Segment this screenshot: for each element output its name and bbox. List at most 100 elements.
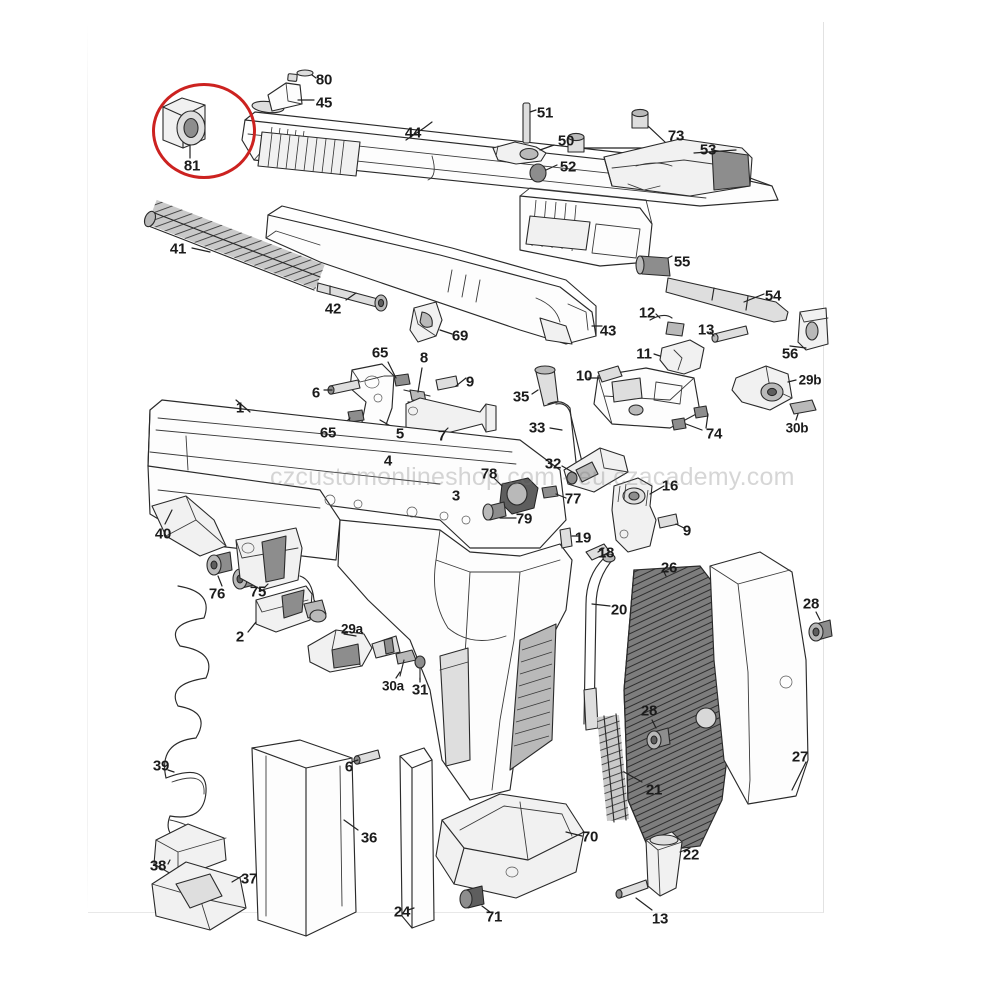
part-75-magazine-catch: [235, 527, 303, 591]
part-54-firing-pin-retainer: [665, 277, 789, 323]
callout-6a: 6: [311, 384, 321, 402]
callout-8: 8: [419, 349, 429, 367]
part-8-trigger-bar-spring: [403, 367, 431, 405]
part-56-locking-block: [789, 307, 829, 351]
part-13b-pin: [615, 879, 653, 911]
part-70-magwell: [435, 793, 585, 899]
part-53-rear-sight: [603, 138, 753, 197]
callout-42: 42: [324, 300, 342, 318]
callout-7: 7: [437, 427, 447, 445]
callout-75: 75: [249, 583, 267, 601]
callout-79: 79: [515, 510, 533, 528]
callout-54: 54: [764, 287, 782, 305]
callout-30a: 30a: [382, 678, 404, 694]
callout-18: 18: [597, 544, 615, 562]
callout-38: 38: [149, 857, 167, 875]
callout-35: 35: [512, 388, 530, 406]
callout-50: 50: [557, 132, 575, 150]
part-50-firing-pin-block: [492, 141, 555, 165]
part-10-hammer-assembly: [587, 365, 701, 429]
callout-74: 74: [705, 425, 723, 443]
callout-27: 27: [791, 748, 809, 766]
callout-51: 51: [536, 104, 554, 122]
part-11-disconnector: [653, 339, 705, 375]
part-37-floorplate: [151, 861, 247, 931]
part-19-pin: [559, 527, 579, 549]
part-9a-pin: [435, 375, 467, 391]
part-2-slide-release: [247, 575, 327, 633]
part-21-mainspring: [597, 713, 643, 823]
part-74-pins: [671, 405, 709, 431]
part-13a-pin: [709, 325, 749, 343]
callout-65b: 65: [319, 424, 337, 442]
part-20-mainspring-strut: [583, 553, 616, 731]
part-43-barrel: [265, 205, 603, 345]
part-29a-safety-lever: [307, 629, 401, 673]
callout-29a: 29a: [341, 621, 363, 637]
part-40-rail-insert: [151, 495, 227, 557]
callout-28b: 28: [640, 702, 658, 720]
callout-2: 2: [235, 628, 245, 646]
callout-80: 80: [315, 71, 333, 89]
callout-11: 11: [636, 345, 652, 363]
part-30b-retainer: [789, 399, 817, 421]
callout-13b: 13: [651, 910, 669, 928]
callout-13a: 13: [697, 321, 715, 339]
callout-44: 44: [404, 124, 422, 142]
callout-52: 52: [559, 158, 577, 176]
part-77-pin: [541, 485, 567, 499]
part-28b-grip-screw: [646, 719, 671, 750]
part-29b-decocker: [731, 365, 797, 411]
part-45-front-sight: [267, 73, 303, 112]
callout-53: 53: [699, 141, 717, 159]
part-33-sear-spring: [547, 401, 583, 463]
callout-1: 1: [235, 399, 245, 417]
callout-24: 24: [393, 903, 411, 921]
part-71-magwell-screw: [459, 885, 491, 913]
callout-41: 41: [169, 240, 187, 258]
leader-44: [405, 121, 433, 141]
callout-9b: 9: [682, 522, 692, 540]
callout-5: 5: [395, 425, 405, 443]
part-36-magazine-body: [251, 739, 359, 937]
callout-45: 45: [315, 94, 333, 112]
callout-56: 56: [781, 345, 799, 363]
callout-76: 76: [208, 585, 226, 603]
callout-30b: 30b: [785, 420, 809, 436]
part-18-spring: [585, 543, 611, 561]
callout-26: 26: [660, 559, 678, 577]
part-65a-pin: [387, 361, 411, 387]
callout-78: 78: [480, 465, 498, 483]
part-35-sear-pin: [531, 365, 559, 407]
callout-10: 10: [575, 367, 593, 385]
part-30a-retainer: [395, 649, 417, 679]
callout-55: 55: [673, 253, 691, 271]
part-24-magazine-insert: [399, 747, 435, 929]
highlight-ring-part-81: [152, 83, 256, 179]
part-31-screw: [414, 655, 426, 683]
callout-33: 33: [528, 419, 546, 437]
part-6a-pin: [323, 379, 361, 395]
callout-19: 19: [574, 529, 592, 547]
callout-70: 70: [581, 828, 599, 846]
callout-77: 77: [564, 490, 582, 508]
callout-32: 32: [544, 455, 562, 473]
callout-81: 81: [183, 157, 201, 175]
part-80-sight-screw: [296, 69, 314, 77]
part-27-grip-panel-right: [709, 551, 809, 805]
callout-28a: 28: [802, 595, 820, 613]
callout-43: 43: [599, 322, 617, 340]
callout-29b: 29b: [798, 372, 822, 388]
callout-31: 31: [411, 681, 429, 699]
part-6b-pin: [351, 749, 381, 765]
watermark-text: czcustomonlineshop.com - eu.czacademy.co…: [270, 463, 795, 491]
callout-36: 36: [360, 829, 378, 847]
part-38-magazine-follower: [153, 823, 227, 879]
callout-69: 69: [451, 327, 469, 345]
callout-9a: 9: [465, 373, 475, 391]
part-55-extractor: [635, 255, 673, 277]
callout-40: 40: [154, 525, 172, 543]
leader-80: [311, 74, 317, 79]
